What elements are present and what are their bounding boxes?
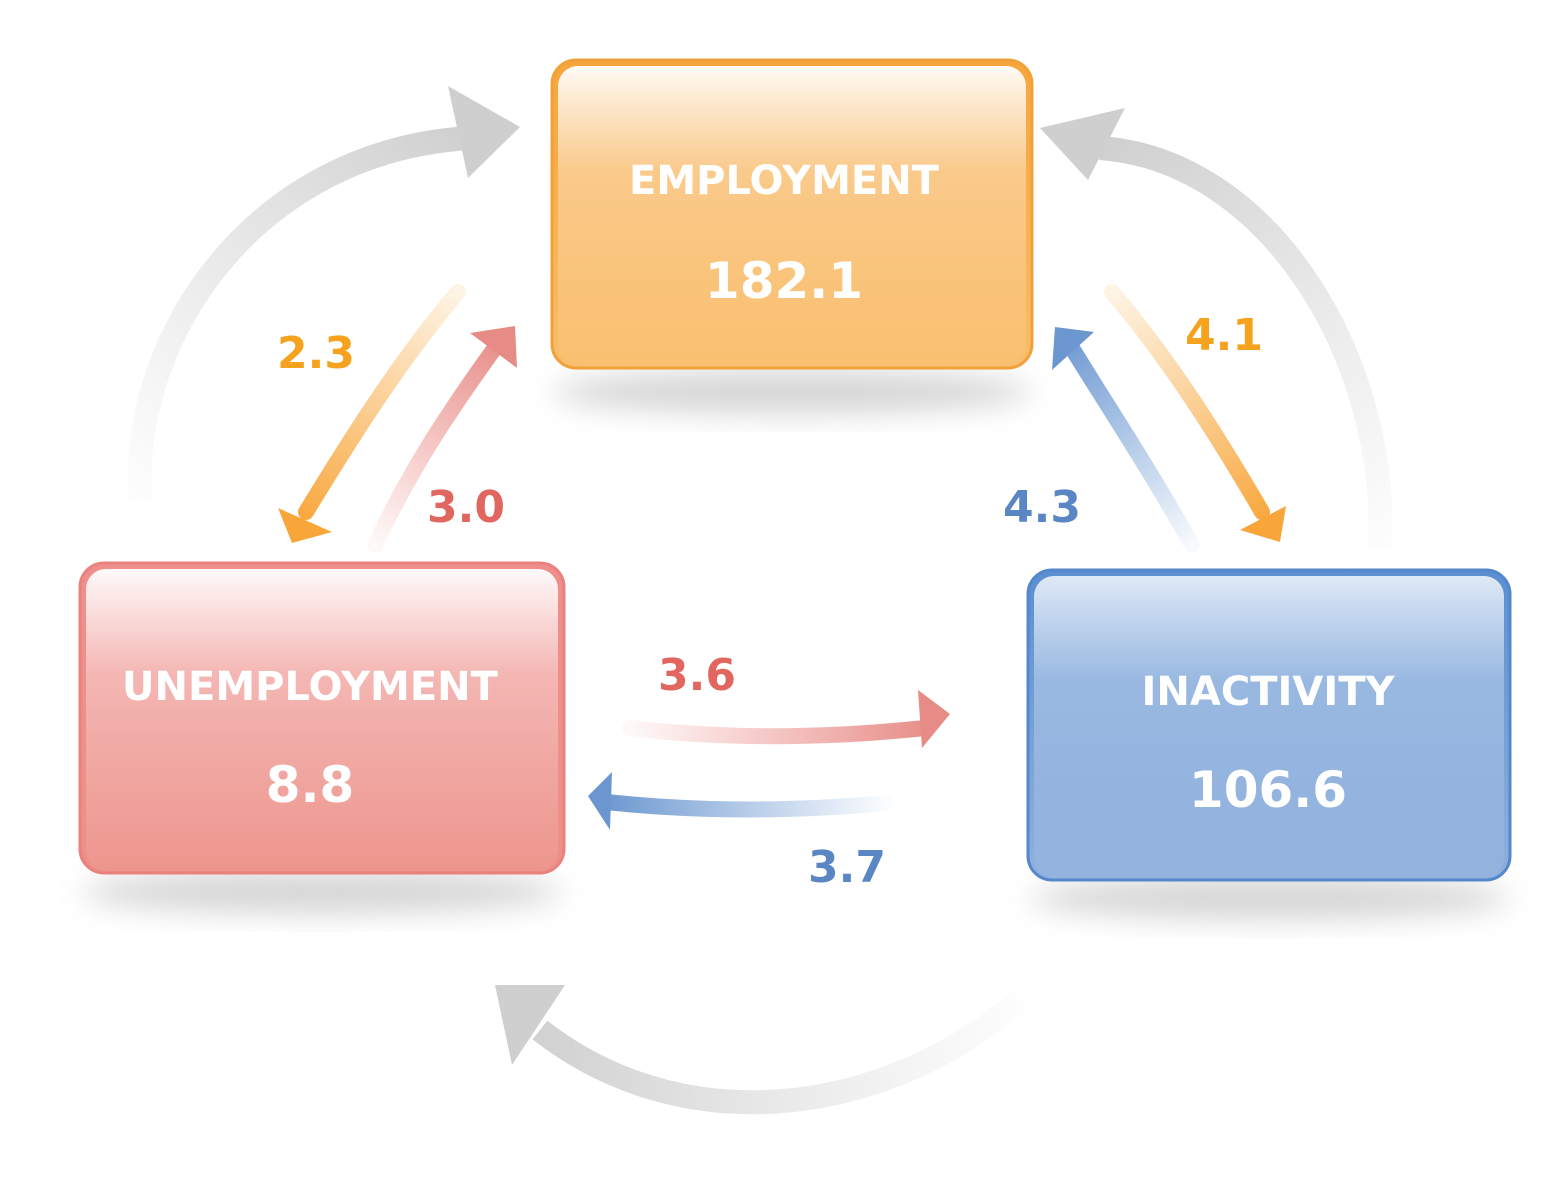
arrow-employment-to-inactivity [1104,284,1286,542]
label-employment-to-unemployment: 2.3 [277,328,355,379]
employment-value: 182.1 [705,252,863,310]
label-employment-to-inactivity: 4.1 [1185,310,1263,361]
box-shadows [82,370,1510,920]
label-unemployment-to-employment: 3.0 [427,482,505,533]
label-inactivity-to-employment: 4.3 [1003,482,1081,533]
inactivity-title: INACTIVITY [1142,669,1396,715]
label-unemployment-to-inactivity: 3.6 [658,650,736,701]
employment-box: EMPLOYMENT 182.1 [550,58,1034,370]
arrow-unemployment-to-employment [367,326,517,553]
unemployment-box: UNEMPLOYMENT 8.8 [78,561,566,875]
arrow-employment-to-unemployment [278,284,466,543]
unemployment-title: UNEMPLOYMENT [122,664,499,710]
outer-arrow-unemployment-to-employment [127,86,520,501]
outer-arrow-inactivity-to-unemployment [495,985,1028,1115]
inactivity-value: 106.6 [1189,761,1347,819]
employment-title: EMPLOYMENT [629,158,940,204]
outer-arrow-inactivity-to-employment [1040,108,1393,551]
label-inactivity-to-unemployment: 3.7 [808,842,886,893]
arrow-inactivity-to-employment [1052,327,1200,553]
arrow-unemployment-to-inactivity [622,690,950,748]
arrow-inactivity-to-unemployment [588,772,893,830]
inactivity-box: INACTIVITY 106.6 [1026,568,1512,882]
unemployment-value: 8.8 [266,756,355,814]
